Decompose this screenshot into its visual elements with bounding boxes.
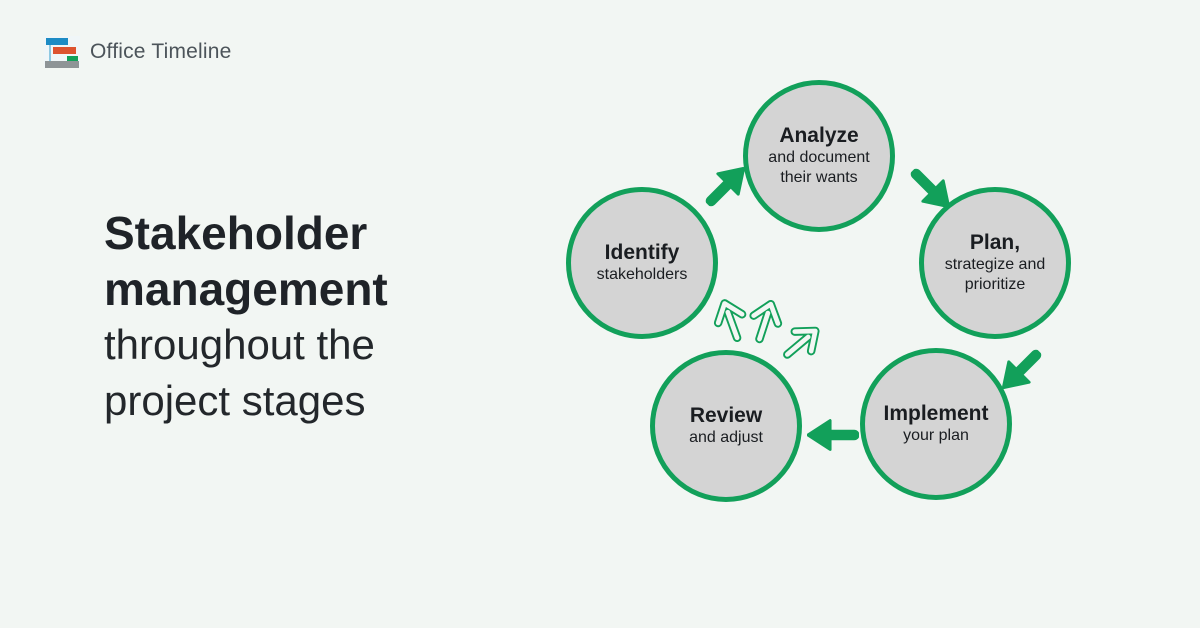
stage-plan-title: Plan, [969,231,1021,254]
stage-implement-subtitle: your plan [903,427,969,444]
stage-plan: Plan, strategize and prioritize [919,187,1071,339]
stage-review: Review and adjust [650,350,802,502]
office-timeline-logo: Office Timeline [44,36,232,68]
stage-identify: Identify stakeholders [566,187,718,339]
arrow-plan-to-implement-icon [990,339,1052,401]
stage-plan-subtitle: strategize and prioritize [944,256,1046,293]
gantt-bar-gray [45,61,79,68]
arrow-identify-to-analyze-icon [695,155,757,217]
page-title: Stakeholder management throughout the pr… [104,205,464,429]
gantt-chart-icon [44,36,80,68]
arrow-analyze-to-plan-icon [900,158,962,220]
arrow-implement-to-review-icon [807,417,859,453]
gantt-bar-green [67,56,78,61]
gantt-bar-blue [46,38,68,45]
stage-analyze-title: Analyze [779,124,859,147]
headline-line-3: throughout the [104,321,375,368]
stage-analyze-subtitle: and document their wants [768,149,870,186]
arrow-review-to-identify-outline-3-icon [772,315,829,371]
headline-line-4: project stages [104,377,366,424]
stage-implement-title: Implement [883,402,989,425]
stage-implement: Implement your plan [860,348,1012,500]
stage-review-title: Review [689,404,763,427]
stage-review-subtitle: and adjust [689,429,763,446]
arrow-review-to-identify-outline-2-icon [742,295,789,349]
stage-identify-subtitle: stakeholders [596,266,688,283]
gantt-gridline [49,45,51,61]
stage-identify-title: Identify [604,241,680,264]
arrow-review-to-identify-outline-1-icon [707,294,755,349]
stage-analyze: Analyze and document their wants [743,80,895,232]
logo-text: Office Timeline [90,40,232,63]
headline-line-2: management [104,263,388,315]
headline-line-1: Stakeholder [104,207,368,259]
gantt-bar-red [53,47,76,54]
